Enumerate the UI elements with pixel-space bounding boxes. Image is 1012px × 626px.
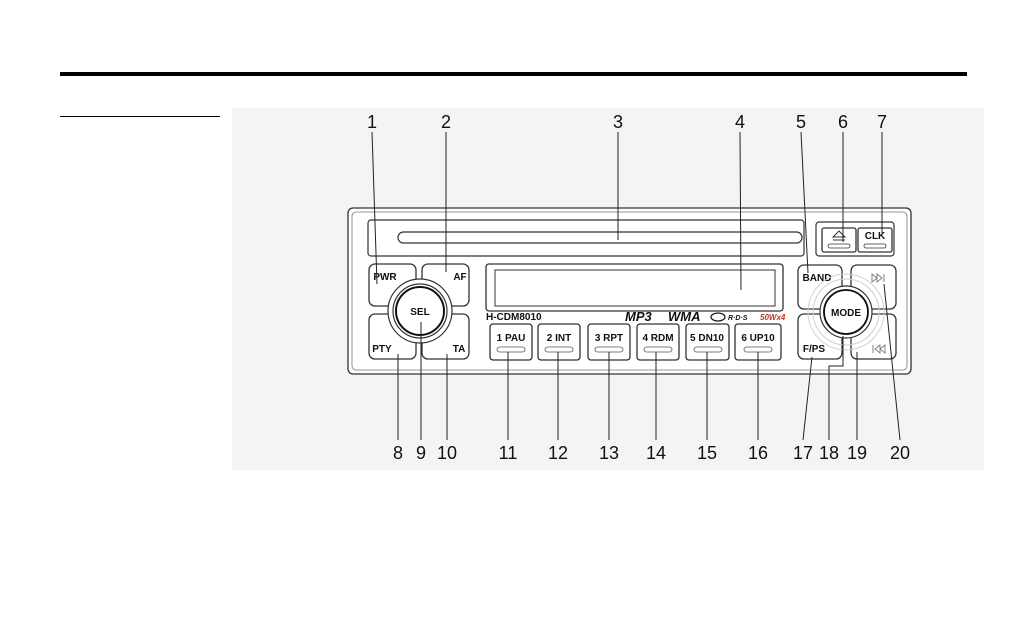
preset-label-1: 1 PAU: [497, 333, 526, 344]
callout-2: 2: [441, 112, 451, 132]
preset-label-3: 3 RPT: [595, 333, 623, 344]
fps-label: F/PS: [803, 344, 826, 355]
callout-16: 16: [748, 443, 768, 463]
preset-label-6: 6 UP10: [741, 333, 775, 344]
pty-label: PTY: [372, 344, 392, 355]
callout-11: 11: [499, 443, 518, 463]
power-rating: 50Wx4: [760, 313, 786, 322]
callout-10: 10: [437, 443, 457, 463]
callout-5: 5: [796, 112, 806, 132]
callout-4: 4: [735, 112, 745, 132]
callout-15: 15: [697, 443, 717, 463]
mode-label: MODE: [831, 308, 861, 319]
sel-label: SEL: [410, 307, 429, 318]
logo-rds: R·D·S: [728, 315, 748, 322]
callout-1: 1: [367, 112, 377, 132]
model-name: H-CDM8010: [486, 312, 542, 323]
callout-3: 3: [613, 112, 623, 132]
preset-label-2: 2 INT: [547, 333, 571, 344]
callout-12: 12: [548, 443, 568, 463]
callout-19: 19: [847, 443, 867, 463]
callout-13: 13: [599, 443, 619, 463]
preset-label-5: 5 DN10: [690, 333, 724, 344]
callout-9: 9: [416, 443, 426, 463]
logo-wma: WMA: [668, 309, 701, 324]
ta-label: TA: [453, 344, 466, 355]
callout-7: 7: [877, 112, 887, 132]
lcd-display: [495, 270, 775, 306]
callout-6: 6: [838, 112, 848, 132]
cd-slot[interactable]: [398, 232, 802, 243]
callout-14: 14: [646, 443, 666, 463]
callout-18: 18: [819, 443, 839, 463]
callout-20: 20: [890, 443, 910, 463]
af-label: AF: [453, 272, 466, 283]
preset-label-4: 4 RDM: [642, 333, 673, 344]
callout-8: 8: [393, 443, 403, 463]
logo-mp3: MP3: [625, 309, 653, 324]
clk-label: CLK: [865, 231, 886, 242]
callout-17: 17: [793, 443, 813, 463]
